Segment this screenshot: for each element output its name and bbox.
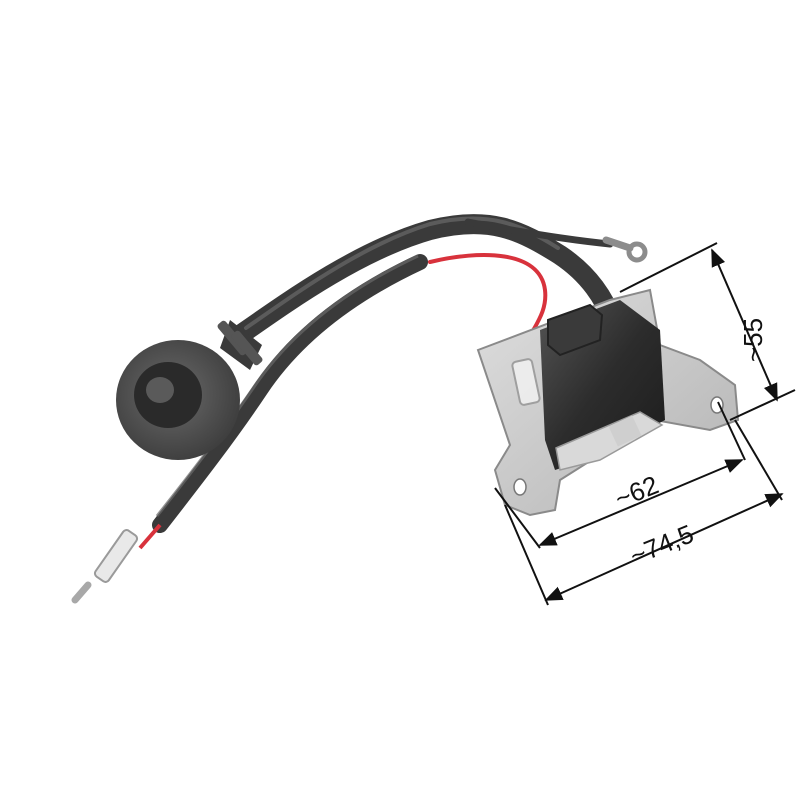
spade-connector-icon [93,529,139,583]
coil-body [511,300,665,471]
stop-switch-lead [71,254,428,604]
primary-terminal-icon [511,358,541,406]
height-dimension-label: ~55 [738,318,768,362]
spark-plug-boot [116,320,263,460]
dimension-height: ~55 [619,242,796,421]
ring-terminal-icon [626,241,648,263]
ground-wire [464,218,648,263]
outer-width-dimension-label: ~74,5 [626,518,698,570]
inner-width-dimension-label: ~62 [611,469,663,513]
mounting-hole-icon [513,478,527,496]
